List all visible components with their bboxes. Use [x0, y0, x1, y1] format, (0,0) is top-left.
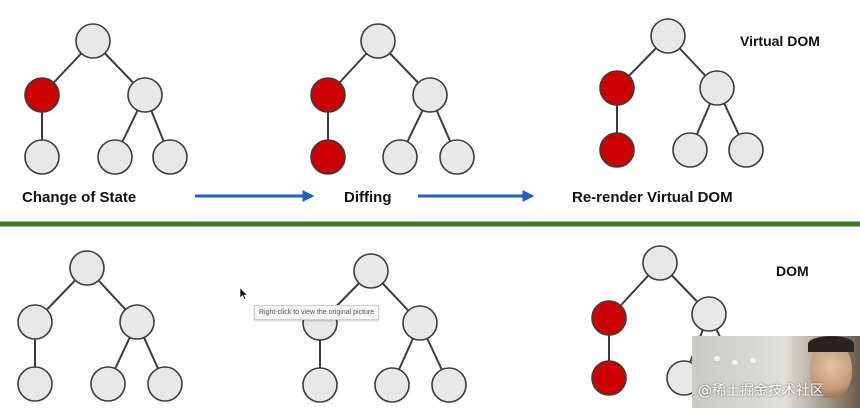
- tree-node: [24, 139, 60, 175]
- tree-node: [402, 305, 438, 341]
- tree-virtual-rerender: [599, 18, 764, 168]
- tree-node: [302, 367, 338, 403]
- tree-dom-before: [17, 250, 183, 402]
- label-change-of-state: Change of State: [22, 189, 136, 206]
- tree-node: [439, 139, 475, 175]
- tree-node-changed: [310, 139, 346, 175]
- watermark-text: @稀土掘金技术社区: [698, 383, 824, 399]
- tree-virtual-diffing: [310, 23, 475, 175]
- tree-node: [360, 23, 396, 59]
- label-diffing: Diffing: [344, 189, 391, 206]
- tree-virtual-before: [24, 23, 188, 175]
- tree-node: [17, 304, 53, 340]
- tree-node: [412, 77, 448, 113]
- tree-dom-diffing: [302, 253, 467, 403]
- tree-node: [119, 304, 155, 340]
- tree-node: [691, 296, 727, 332]
- tree-node: [728, 132, 764, 168]
- tree-node: [75, 23, 111, 59]
- tree-node-changed: [310, 77, 346, 113]
- tree-node: [90, 366, 126, 402]
- tree-node: [374, 367, 410, 403]
- tree-node: [672, 132, 708, 168]
- tree-node: [353, 253, 389, 289]
- tree-node: [127, 77, 163, 113]
- label-rerender-virtual-dom: Re-render Virtual DOM: [572, 189, 733, 206]
- tree-node: [642, 245, 678, 281]
- tree-node: [382, 139, 418, 175]
- tree-node: [699, 70, 735, 106]
- webcam-overlay: [692, 336, 860, 408]
- tree-node: [147, 366, 183, 402]
- tree-node: [152, 139, 188, 175]
- tree-node-changed: [599, 132, 635, 168]
- tree-node-changed: [591, 300, 627, 336]
- tree-node-changed: [591, 360, 627, 396]
- label-virtual-dom: Virtual DOM: [740, 33, 820, 49]
- label-dom: DOM: [776, 263, 809, 279]
- tree-node: [17, 366, 53, 402]
- tree-node-changed: [599, 70, 635, 106]
- tree-node: [69, 250, 105, 286]
- tree-node: [431, 367, 467, 403]
- context-tooltip: Right-click to view the original picture: [254, 305, 380, 320]
- tree-node: [97, 139, 133, 175]
- mouse-cursor-icon: [240, 288, 248, 300]
- tree-node: [650, 18, 686, 54]
- tree-node-changed: [24, 77, 60, 113]
